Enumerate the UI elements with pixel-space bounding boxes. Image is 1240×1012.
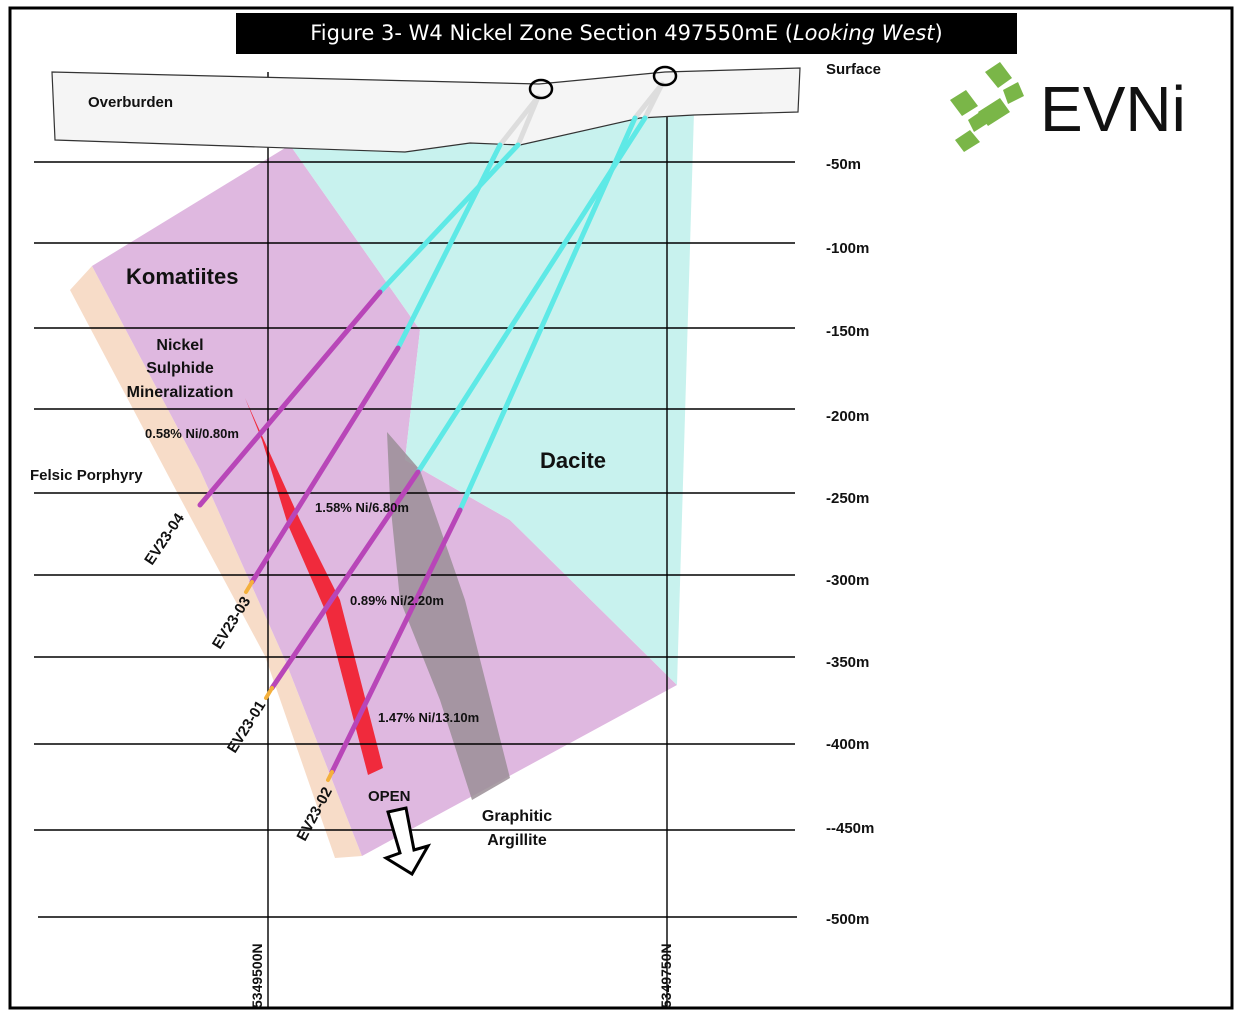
evni-logo-text: EVNi <box>1040 73 1186 145</box>
intercept-label-1: 0.58% Ni/0.80m <box>145 426 239 441</box>
nickel-label-line3: Mineralization <box>127 384 234 401</box>
title-italic: Looking West <box>792 21 935 45</box>
komatiites-label: Komatiites <box>126 264 238 289</box>
depth-label-250: -250m <box>826 490 869 507</box>
evni-logo-icon <box>950 62 1024 152</box>
northing-label-1: 5349500N <box>249 943 265 1008</box>
open-label: OPEN <box>368 788 411 805</box>
drillhole-label-ev23-01: EV23-01 <box>224 698 269 757</box>
drill-holes <box>197 81 665 782</box>
graphitic-argillite-body <box>387 432 510 800</box>
overburden-label: Overburden <box>88 94 173 111</box>
overburden-layer <box>51 67 801 153</box>
felsic-porphyry-label: Felsic Porphyry <box>30 467 143 484</box>
figure-border <box>8 6 1234 1010</box>
figure-title: Figure 3- W4 Nickel Zone Section 497550m… <box>236 13 1017 54</box>
depth-label-100: -100m <box>826 240 869 257</box>
intercept-label-3: 0.89% Ni/2.20m <box>350 593 444 608</box>
depth-label-150: -150m <box>826 323 869 340</box>
ev23-02-komatiite-segment <box>329 507 463 775</box>
depth-gridlines <box>34 72 797 1008</box>
evni-logo: EVNi <box>950 62 1186 152</box>
depth-label-200: -200m <box>826 408 869 425</box>
argillite-label-line2: Argillite <box>487 832 547 849</box>
depth-label-450: --450m <box>826 820 874 837</box>
nickel-label-line2: Sulphide <box>146 360 214 377</box>
nickel-sulphide-zone <box>245 398 383 775</box>
felsic-porphyry-body <box>70 266 362 858</box>
ev23-03-komatiite-segment <box>249 345 401 585</box>
intercept-label-4: 1.47% Ni/13.10m <box>378 710 479 725</box>
depth-label-350: -350m <box>826 654 869 671</box>
dacite-label: Dacite <box>540 448 606 473</box>
ev23-04-komatiite-segment <box>197 289 383 508</box>
hole-collar-grey-4 <box>632 81 665 121</box>
depth-label-300: -300m <box>826 572 869 589</box>
title-close: ) <box>934 21 943 45</box>
open-arrow-icon <box>382 806 432 877</box>
komatiite-body <box>92 145 677 856</box>
depth-label-400: -400m <box>826 736 869 753</box>
depth-labels: Surface -50m -100m -150m -200m -250m -30… <box>826 61 881 928</box>
depth-label-500: -500m <box>826 911 869 928</box>
drillhole-label-ev23-04: EV23-04 <box>141 510 188 568</box>
ev23-02-dacite-segment <box>457 115 638 513</box>
depth-label-surface: Surface <box>826 61 881 78</box>
title-text: Figure 3- W4 Nickel Zone Section 497550m… <box>310 21 793 45</box>
nickel-label-line1: Nickel <box>156 337 203 354</box>
ev23-04-dacite-segment <box>377 142 521 295</box>
collar-marker-2 <box>652 65 678 87</box>
intercept-label-2: 1.58% Ni/6.80m <box>315 500 409 515</box>
dacite-body <box>290 112 694 685</box>
ev23-03-dacite-segment <box>395 142 503 351</box>
hole-collar-grey-2 <box>497 94 541 148</box>
collar-marker-1 <box>528 78 554 100</box>
ev23-01-komatiite-segment <box>269 469 421 691</box>
northing-label-2: 5349750N <box>658 943 674 1008</box>
argillite-label-line1: Graphitic <box>482 808 552 825</box>
depth-label-50: -50m <box>826 156 861 173</box>
